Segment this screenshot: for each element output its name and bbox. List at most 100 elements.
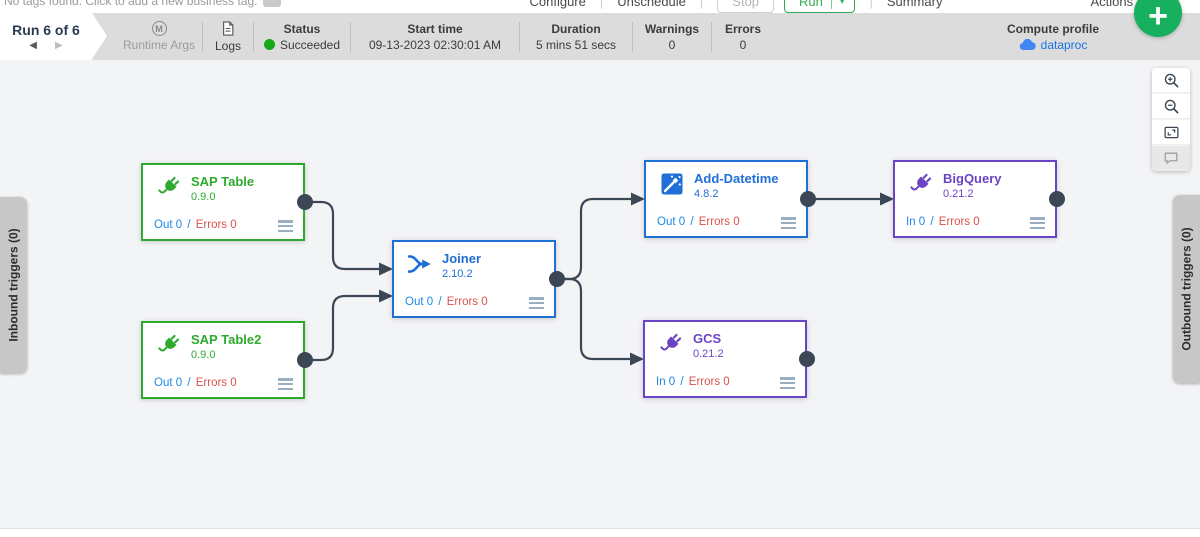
node-errors-metric[interactable]: Errors 0 — [938, 216, 980, 228]
comment-icon — [1164, 152, 1178, 165]
node-menu-icon[interactable] — [278, 378, 293, 390]
output-port[interactable] — [297, 352, 313, 368]
node-menu-icon[interactable] — [1030, 217, 1045, 229]
plug-icon — [658, 331, 684, 357]
node-title: SAP Table2 — [191, 332, 262, 347]
previous-run-arrow[interactable]: ◀ — [29, 40, 37, 51]
inbound-triggers-tab[interactable]: Inbound triggers (0) — [0, 197, 27, 373]
stop-button[interactable]: Stop — [717, 0, 775, 13]
plug-icon — [156, 174, 182, 200]
compute-profile-group: Compute profile dataproc — [1007, 21, 1099, 52]
connection-line[interactable] — [555, 197, 634, 281]
connection-arrowhead — [379, 262, 393, 276]
node-errors-metric[interactable]: Errors 0 — [446, 296, 488, 308]
comment-button[interactable] — [1152, 146, 1190, 171]
pipeline-node-sap-table2[interactable]: SAP Table2 0.9.0 Out 0 / Errors 0 — [141, 321, 305, 399]
canvas-tools-panel — [1152, 68, 1190, 171]
runtime-args-icon: M — [151, 21, 167, 36]
node-errors-metric[interactable]: Errors 0 — [698, 216, 740, 228]
node-version: 0.21.2 — [693, 348, 724, 360]
logs-button[interactable]: Logs — [203, 20, 253, 53]
output-port[interactable] — [549, 271, 565, 287]
pipeline-node-gcs[interactable]: GCS 0.21.2 In 0 / Errors 0 — [643, 320, 807, 398]
connection-line[interactable] — [555, 277, 633, 361]
output-port[interactable] — [297, 194, 313, 210]
pipeline-node-add-datetime[interactable]: Add-Datetime 4.8.2 Out 0 / Errors 0 — [644, 160, 808, 238]
bottom-strip — [0, 528, 1200, 537]
connection-arrowhead — [630, 352, 644, 366]
node-menu-icon[interactable] — [529, 297, 544, 309]
run-toolbar: Run 6 of 6 ◀ ▶ M Runtime Args Logs Statu… — [0, 13, 1200, 60]
node-in-metric[interactable]: In 0 — [906, 216, 926, 228]
node-errors-metric[interactable]: Errors 0 — [195, 219, 237, 231]
zoom-in-button[interactable] — [1152, 68, 1190, 93]
node-errors-metric[interactable]: Errors 0 — [195, 377, 237, 389]
warnings-group: Warnings 0 — [644, 21, 700, 52]
plug-icon — [908, 171, 934, 197]
status-succeeded-dot — [263, 39, 275, 50]
run-counter: Run 6 of 6 — [12, 22, 80, 38]
add-tag-chip[interactable] — [263, 0, 282, 7]
outbound-triggers-tab[interactable]: Outbound triggers (0) — [1173, 195, 1200, 383]
output-port[interactable] — [800, 191, 816, 207]
connection-line[interactable] — [303, 200, 382, 271]
fit-to-screen-button[interactable] — [1152, 120, 1190, 145]
summary-menu-item[interactable]: Summary — [886, 0, 943, 9]
run-counter-tab: Run 6 of 6 ◀ ▶ — [0, 13, 107, 60]
run-dropdown-caret[interactable]: ▾ — [839, 0, 845, 6]
start-time-group: Start time 09-13-2023 02:30:01 AM — [368, 21, 502, 52]
pipeline-node-sap-table[interactable]: SAP Table 0.9.0 Out 0 / Errors 0 — [141, 163, 305, 241]
top-menu-strip: No tags found. Click to add a new busine… — [0, 0, 1200, 13]
node-title: BigQuery — [943, 171, 1002, 186]
run-button[interactable]: Run ▾ — [784, 0, 856, 13]
node-version: 0.9.0 — [191, 191, 216, 203]
node-menu-icon[interactable] — [278, 220, 293, 232]
node-in-metric[interactable]: In 0 — [656, 376, 676, 388]
output-port[interactable] — [1049, 191, 1065, 207]
pipeline-node-bigquery[interactable]: BigQuery 0.21.2 In 0 / Errors 0 — [893, 160, 1057, 238]
errors-group: Errors 0 — [724, 21, 762, 52]
output-port[interactable] — [799, 351, 815, 367]
plus-icon: + — [1148, 0, 1168, 35]
errors-count: 0 — [739, 37, 747, 52]
node-title: GCS — [693, 331, 722, 346]
add-plugin-fab[interactable]: + — [1134, 0, 1182, 37]
node-title: SAP Table — [191, 174, 255, 189]
duration-group: Duration 5 mins 51 secs — [535, 21, 617, 52]
runtime-args-button[interactable]: M Runtime Args — [116, 21, 202, 52]
start-time-value: 09-13-2023 02:30:01 AM — [368, 37, 502, 52]
node-out-metric[interactable]: Out 0 — [154, 377, 183, 389]
node-menu-icon[interactable] — [781, 217, 796, 229]
pipeline-connections — [303, 192, 894, 366]
joiner-icon — [407, 251, 433, 277]
duration-value: 5 mins 51 secs — [535, 37, 617, 52]
next-run-arrow[interactable]: ▶ — [55, 40, 63, 51]
zoom-out-icon — [1164, 99, 1178, 113]
node-out-metric[interactable]: Out 0 — [405, 296, 434, 308]
pipeline-node-joiner[interactable]: Joiner 2.10.2 Out 0 / Errors 0 — [392, 240, 556, 318]
unschedule-menu-item[interactable]: Unschedule — [617, 0, 686, 9]
node-title: Joiner — [442, 251, 482, 266]
connection-line[interactable] — [303, 294, 382, 362]
directive-icon — [659, 171, 685, 197]
plug-icon — [156, 332, 182, 358]
fit-to-screen-icon — [1163, 126, 1179, 138]
connection-arrowhead — [631, 192, 645, 206]
node-out-metric[interactable]: Out 0 — [657, 216, 686, 228]
node-menu-icon[interactable] — [780, 377, 795, 389]
node-out-metric[interactable]: Out 0 — [154, 219, 183, 231]
status-group: Status Succeeded — [254, 22, 350, 52]
connection-arrowhead — [880, 192, 894, 206]
zoom-out-button[interactable] — [1152, 94, 1190, 119]
tag-hint-text[interactable]: No tags found. Click to add a new busine… — [4, 0, 258, 8]
pipeline-canvas[interactable]: SAP Table 0.9.0 Out 0 / Errors 0 — [0, 60, 1200, 528]
actions-menu-item[interactable]: Actions — [1090, 0, 1134, 9]
node-errors-metric[interactable]: Errors 0 — [688, 376, 730, 388]
node-version: 4.8.2 — [694, 188, 719, 200]
warnings-count: 0 — [668, 37, 676, 52]
node-version: 2.10.2 — [442, 268, 473, 280]
zoom-in-icon — [1164, 73, 1178, 87]
compute-profile-link[interactable]: dataproc — [1040, 37, 1088, 52]
configure-menu-item[interactable]: Configure — [529, 0, 586, 9]
